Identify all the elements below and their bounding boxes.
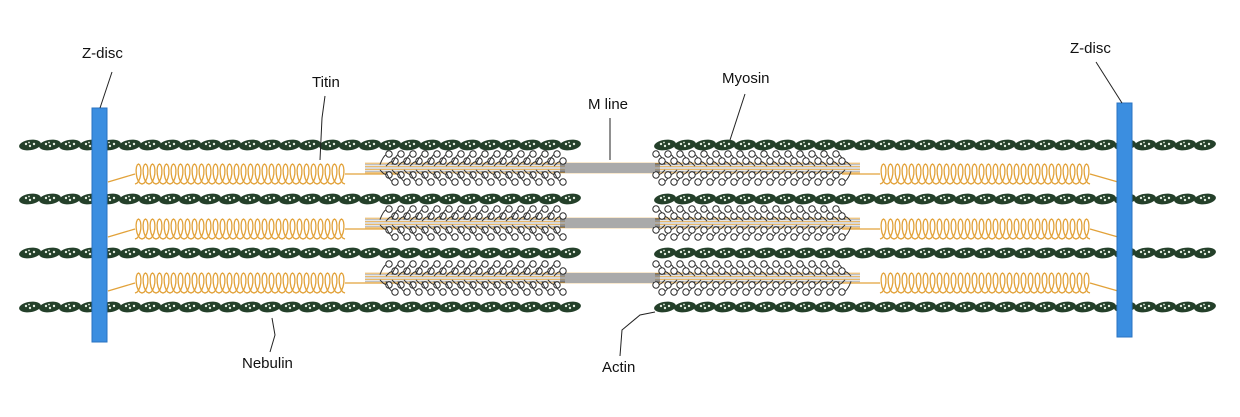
titin-label: Titin (312, 74, 340, 91)
label-leader-lines (99, 61, 1123, 357)
titin-leader (319, 95, 326, 161)
titin-spring (842, 163, 1119, 185)
titin-spring (842, 218, 1119, 240)
actin-filament (19, 301, 581, 313)
myosin-filament (365, 150, 860, 186)
actin-filaments (19, 139, 1216, 313)
actin-filament (654, 193, 1216, 205)
titin-springs (107, 163, 1119, 294)
actin-filament (19, 139, 581, 151)
z-disc-right-leader (1095, 61, 1123, 104)
titin-spring (107, 218, 398, 240)
actin-leader (619, 311, 656, 357)
z-disc-left (91, 107, 108, 343)
z-disc-left-label: Z-disc (82, 45, 123, 62)
z-discs (91, 102, 1133, 343)
myosin-filament (365, 205, 860, 241)
titin-spring (107, 272, 398, 294)
z-disc-left-leader (99, 71, 113, 109)
myosin-label: Myosin (722, 70, 770, 87)
myosin-thick-filaments (365, 150, 860, 296)
actin-filament (654, 247, 1216, 259)
nebulin-leader (269, 317, 276, 353)
myosin-leader (729, 93, 746, 141)
myosin-filament (365, 260, 860, 296)
z-disc-right (1116, 102, 1133, 338)
nebulin-label: Nebulin (242, 355, 293, 372)
m-line-label: M line (588, 96, 629, 113)
actin-label: Actin (602, 359, 636, 376)
titin-spring (107, 163, 398, 185)
z-disc-right-label: Z-disc (1070, 40, 1111, 57)
actin-filament (654, 139, 1216, 151)
actin-filament (19, 247, 581, 259)
titin-spring (842, 272, 1119, 294)
